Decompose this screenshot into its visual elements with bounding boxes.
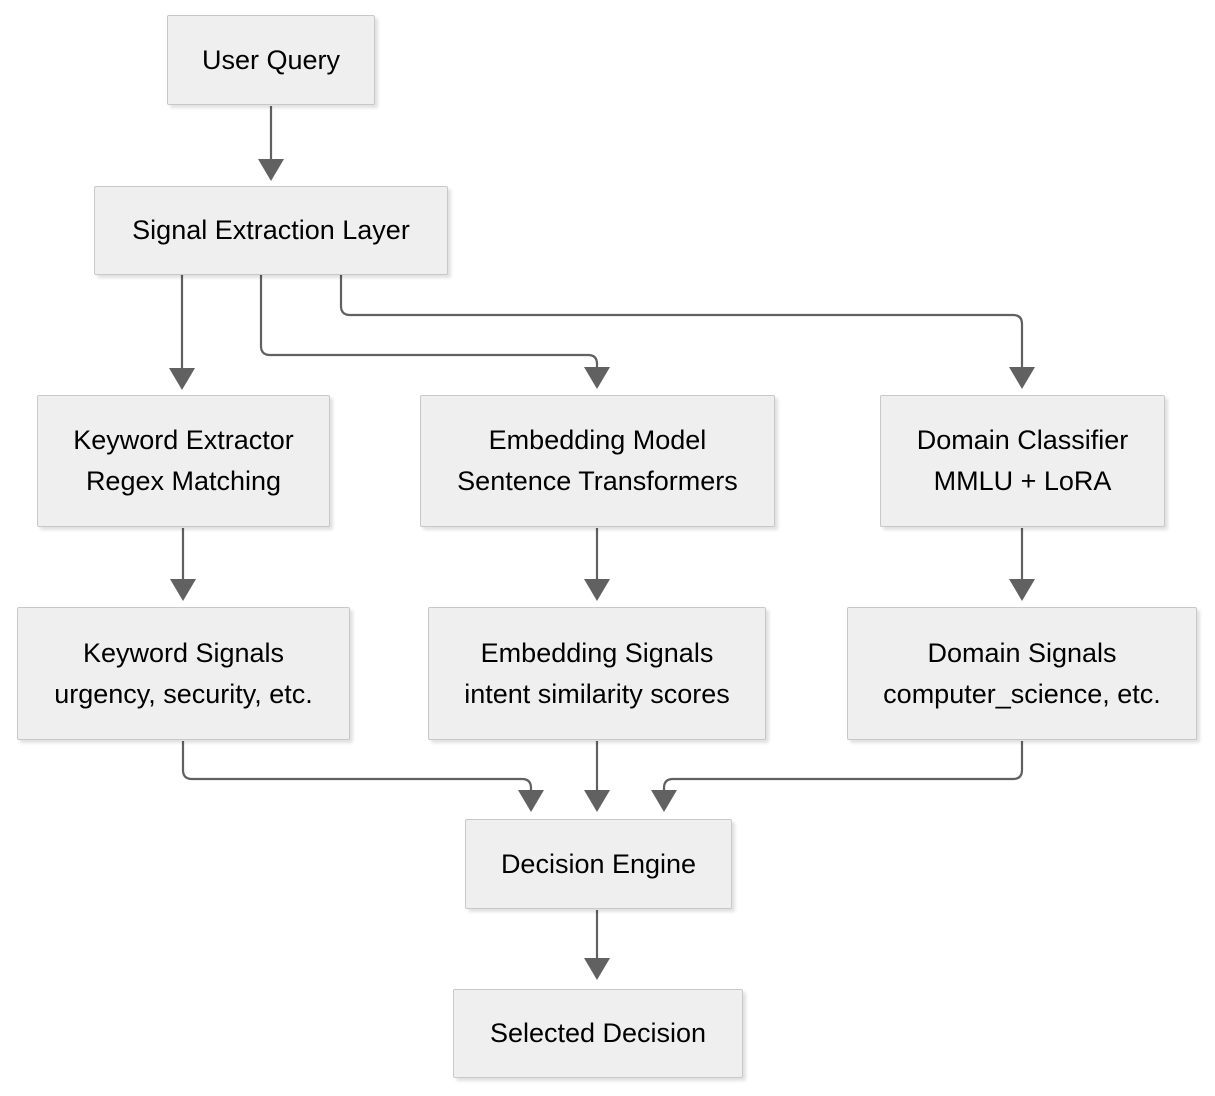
node-user-query: User Query bbox=[167, 15, 375, 105]
node-title: Keyword Signals bbox=[82, 637, 285, 668]
node-selected-decision: Selected Decision bbox=[453, 989, 743, 1078]
edge-domain-signals-to-decision-engine bbox=[662, 741, 1024, 791]
arrowhead-icon bbox=[651, 790, 677, 812]
arrowhead-icon bbox=[584, 367, 610, 389]
edge-signal-extraction-to-domain-classifier bbox=[339, 275, 1024, 368]
node-title: Selected Decision bbox=[489, 1018, 707, 1048]
node-title: Signal Extraction Layer bbox=[132, 215, 410, 245]
node-title: User Query bbox=[201, 44, 341, 75]
edge-signal-extraction-to-embedding-model bbox=[259, 275, 599, 368]
arrowhead-icon bbox=[584, 790, 610, 812]
node-title: Keyword Extractor bbox=[73, 425, 294, 455]
node-title: Domain Signals bbox=[927, 637, 1117, 668]
node-title: Embedding Model bbox=[488, 425, 707, 455]
arrowhead-icon bbox=[258, 159, 284, 181]
node-subtitle: Sentence Transformers bbox=[457, 466, 738, 496]
node-decision-engine: Decision Engine bbox=[465, 819, 732, 909]
node-domain-signals: Domain Signals computer_science, etc. bbox=[847, 607, 1197, 740]
node-keyword-signals: Keyword Signals urgency, security, etc. bbox=[17, 607, 350, 740]
node-keyword-extractor: Keyword Extractor Regex Matching bbox=[37, 395, 330, 527]
node-subtitle: MMLU + LoRA bbox=[933, 466, 1112, 496]
edge-keyword-signals-to-decision-engine bbox=[181, 741, 533, 791]
arrowhead-icon bbox=[1009, 367, 1035, 389]
node-embedding-model: Embedding Model Sentence Transformers bbox=[420, 395, 775, 527]
node-signal-extraction-layer: Signal Extraction Layer bbox=[94, 186, 448, 275]
node-title: Domain Classifier bbox=[916, 425, 1129, 455]
node-embedding-signals: Embedding Signals intent similarity scor… bbox=[428, 607, 766, 740]
node-title: Embedding Signals bbox=[480, 637, 714, 668]
node-subtitle: urgency, security, etc. bbox=[54, 678, 313, 709]
node-domain-classifier: Domain Classifier MMLU + LoRA bbox=[880, 395, 1165, 527]
arrowhead-icon bbox=[584, 958, 610, 980]
arrowhead-icon bbox=[169, 368, 195, 390]
node-subtitle: intent similarity scores bbox=[464, 678, 730, 709]
arrowhead-icon bbox=[170, 579, 196, 601]
arrowhead-icon bbox=[584, 579, 610, 601]
arrowhead-icon bbox=[518, 790, 544, 812]
arrowhead-icon bbox=[1009, 579, 1035, 601]
node-title: Decision Engine bbox=[500, 848, 697, 879]
node-subtitle: computer_science, etc. bbox=[883, 678, 1161, 709]
node-subtitle: Regex Matching bbox=[85, 466, 282, 496]
